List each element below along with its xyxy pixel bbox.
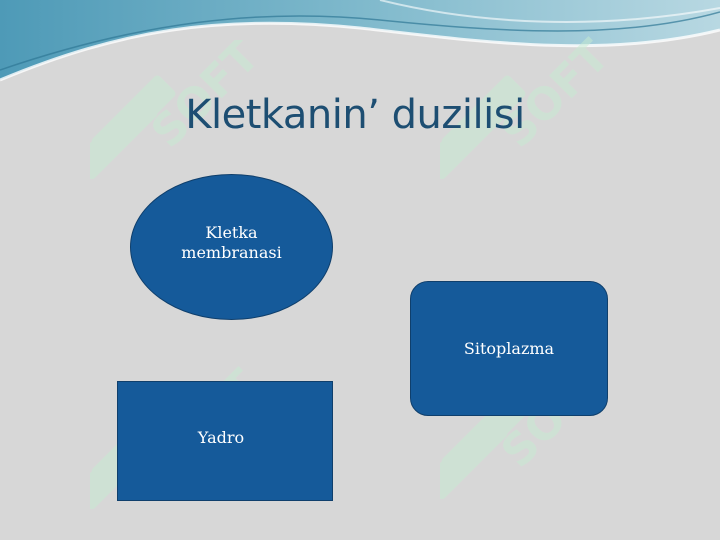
header-wave-decoration — [0, 0, 720, 82]
cytoplasm-label: Sitoplazma — [463, 338, 555, 358]
nucleus-rectangle: Yadro — [117, 381, 333, 501]
watermark-logo: SOFT — [440, 30, 619, 180]
watermark-logo: SOFT — [90, 40, 269, 180]
cell-membrane-ellipse: Kletka membranasi — [130, 174, 333, 320]
nucleus-label: Yadro — [197, 428, 245, 447]
cytoplasm-rounded-box: Sitoplazma — [410, 281, 608, 416]
cell-membrane-label: Kletka membranasi — [181, 223, 282, 262]
slide-title: Kletkanin’ duzilisi — [185, 92, 525, 138]
